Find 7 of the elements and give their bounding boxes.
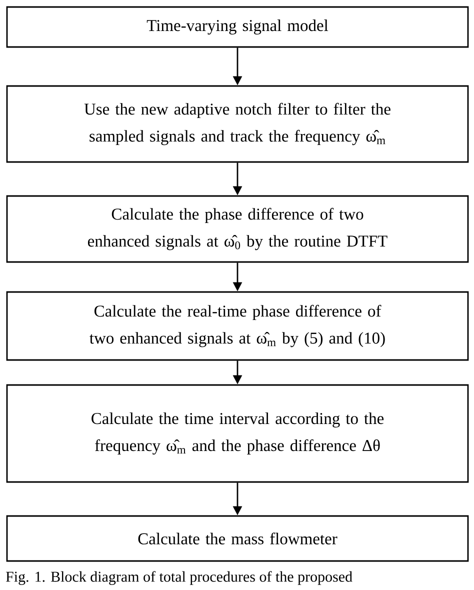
process-box: Calculate the mass flowmeter <box>6 515 469 562</box>
process-box: Calculate the phase difference of two enhanced signals at ω̂$_{0}$ by the routine DTFT <box>6 195 469 263</box>
caption: Fig. 1. Block diagram of total procedures of the proposed <box>6 571 352 585</box>
process-box: Use the new adaptive notch filter to filter the sampled signals and track the frequency ω̂$_{m}$ <box>6 85 469 163</box>
process-box: Time-varying signal model <box>6 6 469 48</box>
process-box: Calculate the real-time phase difference of two enhanced signals at ω̂$_{m}$ by (5) and (10) <box>6 291 469 361</box>
process-box: Calculate the time interval according to the frequency ω̂$_{m}$ and the phase difference Δθ <box>6 384 469 483</box>
